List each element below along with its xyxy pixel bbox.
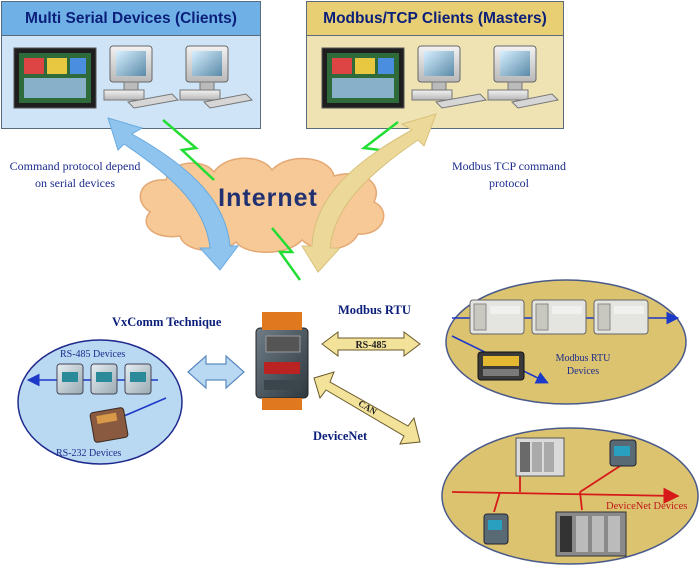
workstation-icon: [179, 45, 254, 109]
plc-module-icon: [593, 299, 649, 335]
rs485-arrow: [321, 331, 421, 357]
can-arrow: [313, 371, 421, 445]
modbus-rtu-devices-label: Modbus RTU Devices: [555, 353, 611, 377]
rs485-link-label: RS-485: [355, 340, 386, 351]
hmi-keypad-icon: [477, 351, 525, 381]
rs485-module-icon: [56, 363, 84, 395]
workstation-icon: [411, 45, 488, 109]
plc-module-icon: [531, 299, 587, 335]
devicenet-module-icon: [609, 439, 637, 467]
serial-clients-title: Multi Serial Devices (Clients): [2, 2, 260, 36]
vxcomm-label: VxComm Technique: [112, 315, 222, 329]
lightning-icon: [162, 119, 215, 181]
devicenet-rack-icon: [515, 437, 565, 477]
touch-panel-icon: [321, 47, 405, 109]
devicenet-devices-label: DeviceNet Devices: [606, 501, 688, 512]
gateway-device-icon: [255, 312, 309, 410]
workstation-icon: [103, 45, 180, 109]
modbus-tcp-caption: Modbus TCP command protocol: [451, 159, 566, 190]
rs485-module-icon: [124, 363, 152, 395]
internet-label: Internet: [218, 184, 318, 212]
vxcomm-arrow: [187, 354, 245, 390]
rs232-devices-label: RS-232 Devices: [56, 448, 122, 459]
serial-protocol-arrow: [107, 117, 239, 271]
modbus-tcp-arrow: [301, 113, 437, 273]
modbus-rtu-area: [445, 279, 687, 405]
plc-module-icon: [469, 299, 525, 335]
rs485-module-icon: [90, 363, 118, 395]
rs232-terminal-icon: [89, 407, 129, 443]
workstation-icon: [487, 45, 560, 109]
devicenet-module-icon: [483, 513, 509, 545]
modbus-clients-title: Modbus/TCP Clients (Masters): [307, 2, 563, 36]
lightning-icon: [271, 227, 302, 281]
serial-protocol-caption: Command protocol depend on serial device…: [9, 159, 141, 190]
devicenet-label: DeviceNet: [313, 429, 368, 443]
rs485-devices-label: RS-485 Devices: [60, 349, 126, 360]
touch-panel-icon: [13, 47, 97, 109]
devicenet-rack-icon: [555, 511, 627, 557]
modbus-rtu-label: Modbus RTU: [338, 303, 411, 317]
